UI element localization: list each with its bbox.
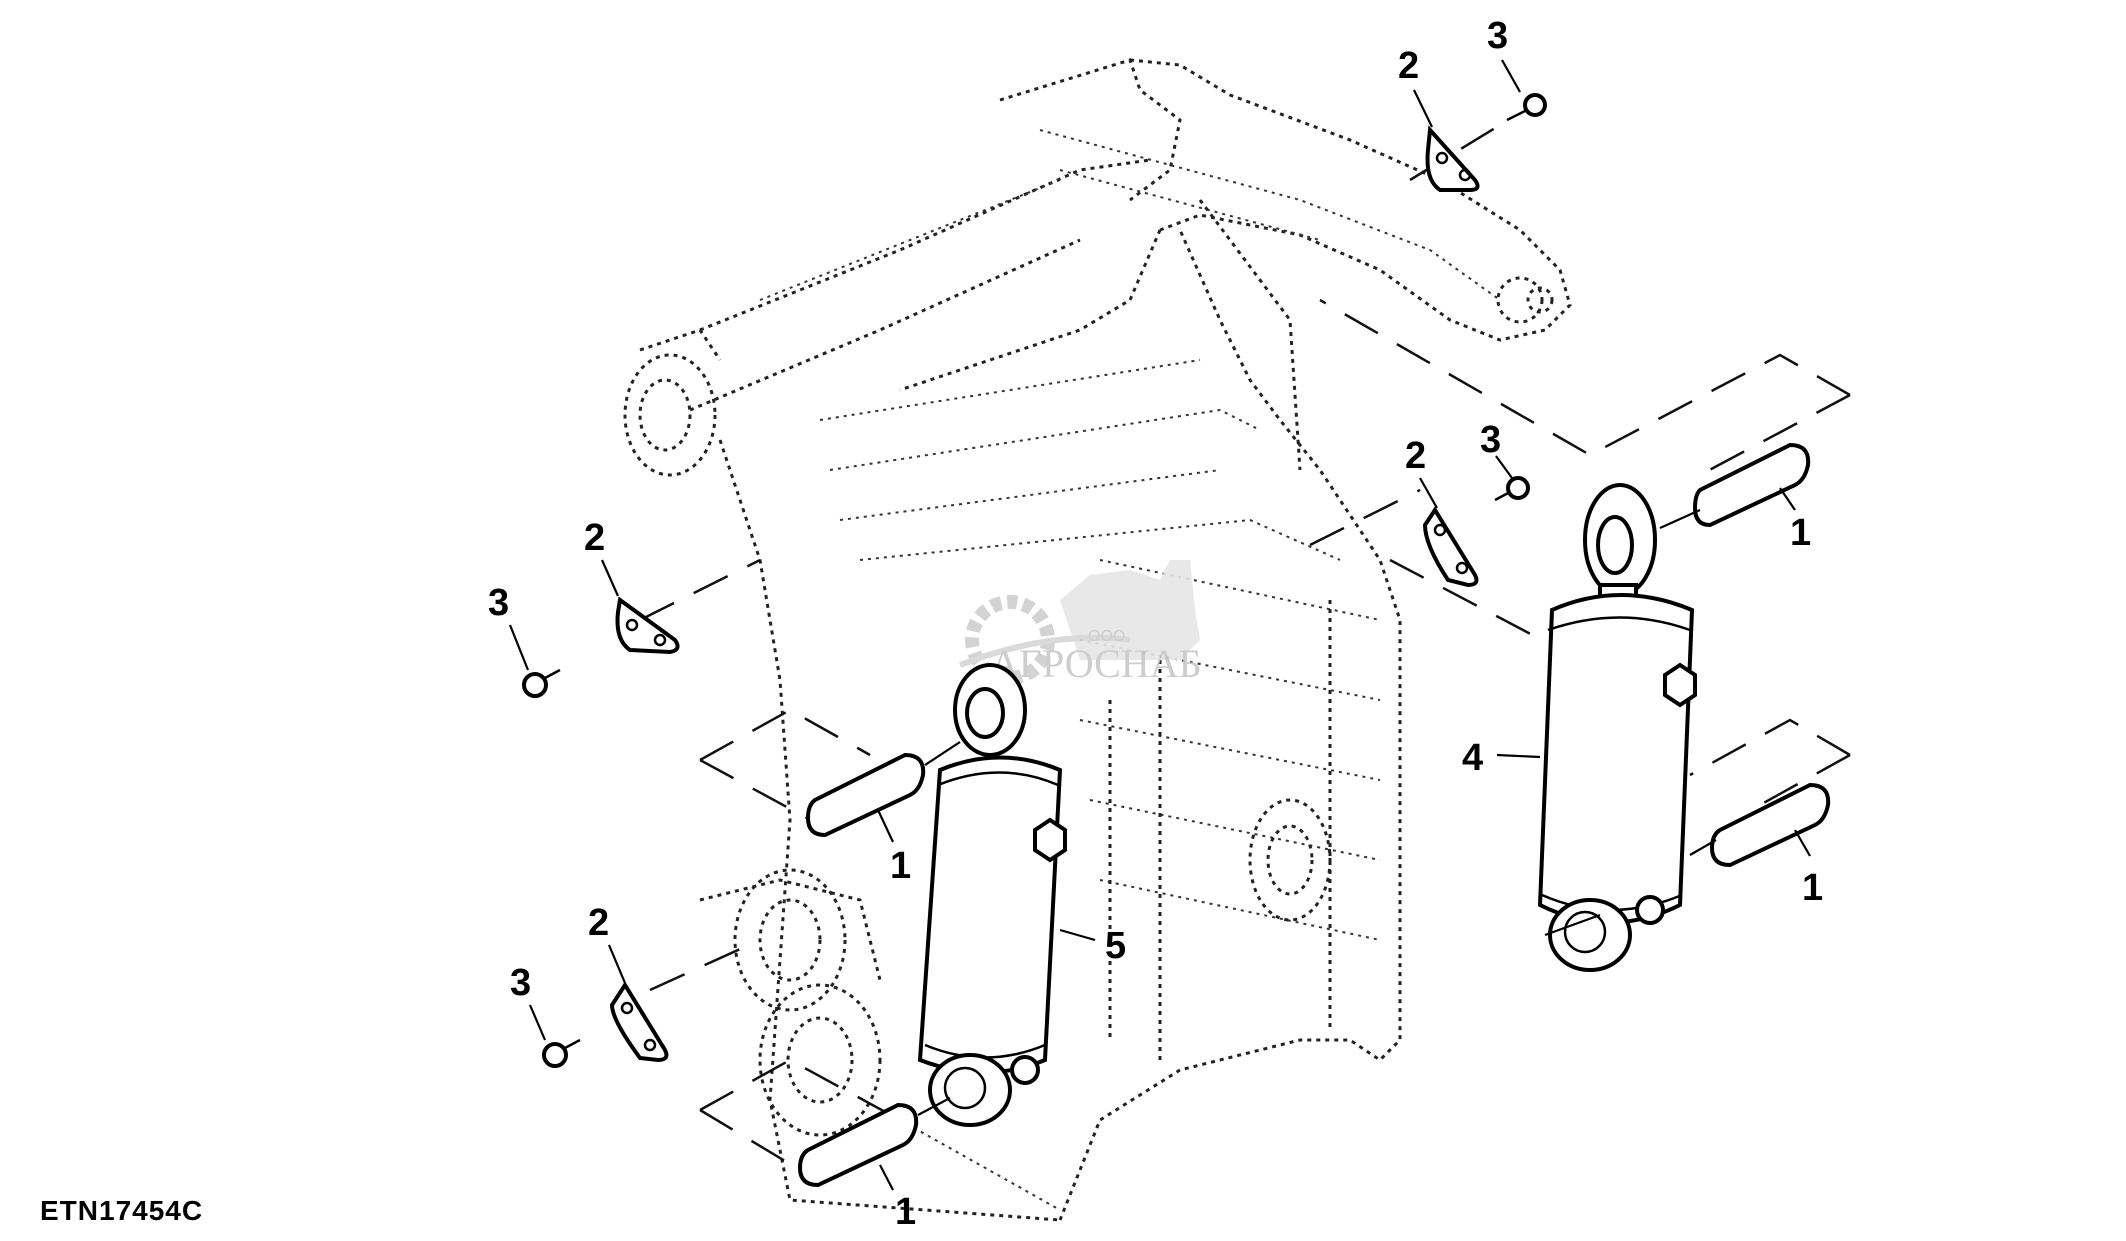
callout-3: 3 — [510, 962, 531, 1004]
callout-1: 1 — [895, 1191, 916, 1233]
bolt-left-bottom — [542, 1038, 581, 1068]
callout-2: 2 — [1405, 435, 1426, 477]
callout-4: 4 — [1462, 737, 1483, 779]
bracket-right — [1422, 506, 1479, 588]
callout-1: 1 — [890, 845, 911, 887]
callout-3: 3 — [1480, 419, 1501, 461]
bolt-top — [1506, 93, 1547, 122]
bracket-left-top — [615, 596, 680, 655]
watermark-prefix: ООО — [1088, 628, 1125, 645]
bracket-top — [1425, 125, 1480, 192]
figure-id: ETN17454C — [40, 1195, 204, 1226]
callout-2: 2 — [588, 902, 609, 944]
callout-5: 5 — [1105, 925, 1126, 967]
bolt-right — [1494, 476, 1530, 502]
pin-left-top — [805, 741, 961, 838]
callout-2: 2 — [584, 517, 605, 559]
watermark-name: АГРОСНАБ — [990, 641, 1202, 686]
alignment-lines — [639, 123, 1851, 1172]
callout-2: 2 — [1398, 45, 1419, 87]
pin-right-bottom — [1689, 782, 1831, 868]
callout-3: 3 — [488, 582, 509, 624]
harvester-icon — [958, 560, 1200, 668]
hydraulic-cylinder-right — [1537, 483, 1697, 972]
pin-left-bottom — [797, 1097, 951, 1188]
bracket-left-bottom — [609, 981, 669, 1063]
hydraulic-cylinder-left — [917, 663, 1067, 1127]
frame-outline — [623, 58, 1572, 1222]
callout-1: 1 — [1802, 867, 1823, 909]
pin-right-top — [1659, 442, 1811, 530]
callout-3: 3 — [1487, 15, 1508, 57]
leader-lines — [508, 59, 1811, 1191]
watermark: ООО АГРОСНАБ — [958, 560, 1202, 686]
callouts: 2 3 3 2 1 4 1 2 3 1 5 2 3 1 — [488, 15, 1823, 1233]
bolt-left-top — [522, 668, 561, 698]
callout-1: 1 — [1790, 512, 1811, 554]
